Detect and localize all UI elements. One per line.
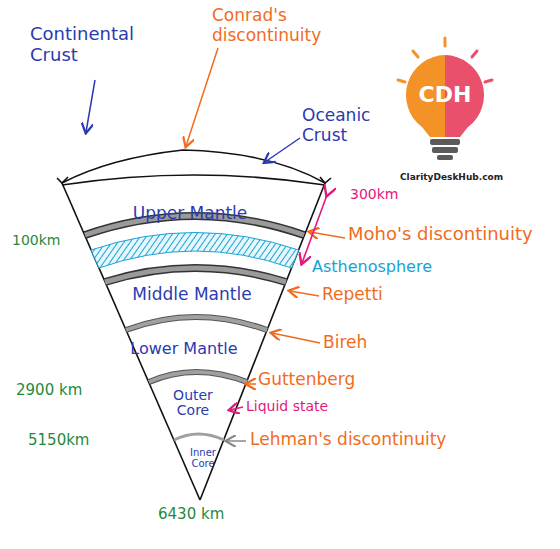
leader-arrow	[186, 48, 218, 146]
leader-arrow	[230, 407, 243, 410]
discontinuity-band	[126, 317, 267, 330]
leader-arrow	[290, 291, 319, 296]
annotation-label: Asthenosphere	[312, 258, 432, 276]
dimension-arrow	[302, 195, 327, 263]
annotation-label: Moho's discontinuity	[348, 224, 533, 245]
layer-name: Middle Mantle	[117, 285, 267, 304]
leader-arrow	[265, 138, 300, 162]
discontinuity-band	[149, 372, 247, 382]
annotation-label: Repetti	[322, 285, 383, 305]
layer-name: Inner Core	[183, 447, 223, 469]
annotation-label: 300km	[350, 186, 398, 202]
annotation-label: Continental Crust	[30, 24, 140, 65]
discontinuity-band	[174, 434, 224, 440]
annotation-label: 6430 km	[158, 506, 224, 523]
annotation-label: Guttenberg	[258, 370, 355, 390]
layer-band: Lower Mantle	[119, 340, 249, 358]
leader-arrow	[86, 80, 95, 132]
leader-arrow	[227, 440, 246, 442]
leader-arrow	[247, 383, 256, 385]
annotation-label: Oceanic Crust	[302, 106, 392, 145]
layer-name: Outer Core	[162, 388, 224, 419]
annotation-label: 2900 km	[16, 382, 82, 399]
annotation-label: ClarityDeskHub.com	[400, 172, 503, 182]
leader-arrow	[310, 232, 345, 238]
leader-arrow	[272, 333, 320, 343]
annotation-label: 5150km	[28, 432, 89, 449]
annotation-label: Liquid state	[246, 398, 328, 414]
annotation-label: 100km	[12, 232, 60, 248]
layer-band: Inner Core	[183, 447, 223, 469]
discontinuity-band	[149, 372, 247, 382]
asthenosphere-band	[91, 233, 299, 269]
layer-band: Middle Mantle	[117, 285, 267, 304]
discontinuity-band	[105, 268, 286, 282]
layer-band: Upper Mantle	[120, 204, 260, 223]
annotation-label: Conrad's discontinuity	[212, 6, 362, 45]
layer-band: Outer Core	[162, 388, 224, 419]
logo-bulb	[398, 38, 492, 160]
layer-name: Upper Mantle	[120, 204, 260, 223]
discontinuity-band	[126, 317, 267, 330]
discontinuity-band	[105, 268, 286, 282]
annotation-label: CDH	[415, 82, 475, 107]
annotation-label: Bireh	[323, 333, 367, 353]
layer-name: Lower Mantle	[119, 340, 249, 358]
annotation-label: Lehman's discontinuity	[250, 430, 446, 450]
